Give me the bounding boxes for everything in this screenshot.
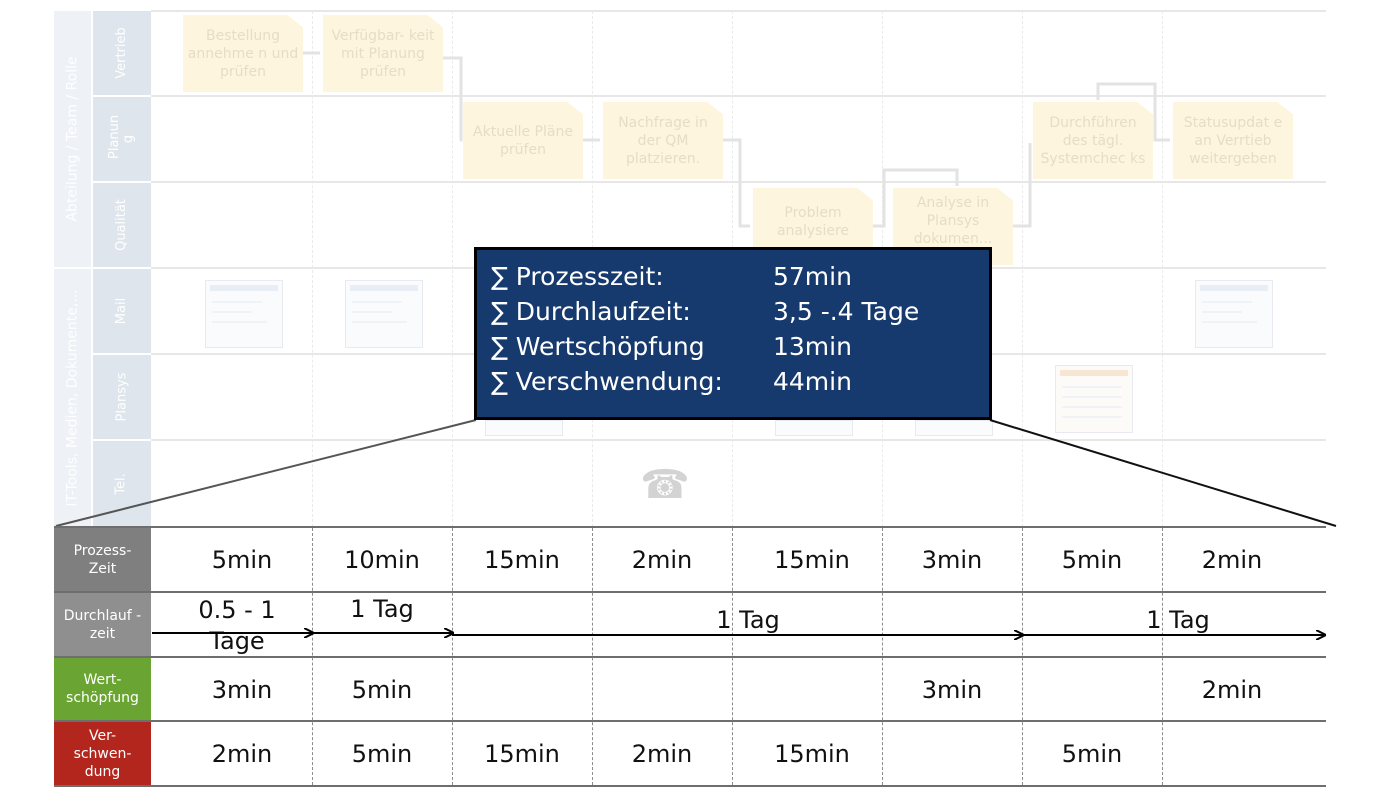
table-cell-prozesszeit: 5min	[1061, 546, 1123, 574]
table-cell-prozesszeit: 2min	[1201, 546, 1263, 574]
table-cell-prozesszeit: 10min	[344, 546, 420, 574]
table-cell-prozesszeit: 15min	[484, 546, 560, 574]
table-column-divider	[732, 528, 733, 785]
table-column-divider	[1022, 528, 1023, 785]
connector-arrow	[723, 138, 750, 228]
summary-label-verschwendung: ∑ Verschwendung:	[491, 367, 723, 396]
table-column-divider	[882, 528, 883, 785]
table-cell-prozesszeit: 3min	[921, 546, 983, 574]
document-thumbnail-icon	[775, 420, 853, 436]
lane-divider	[151, 439, 1326, 441]
lane-label-tel: Tel.	[93, 441, 151, 526]
group-label-process: Abteilung / Team / Rolle	[54, 11, 91, 267]
column-divider	[312, 11, 313, 527]
process-step-note[interactable]: Statusupdat e an Verrtieb weitergeben	[1173, 102, 1293, 179]
summary-label-prozesszeit: ∑ Prozesszeit:	[491, 262, 664, 291]
connector-arrow	[1096, 82, 1170, 142]
table-cell-verschwendung: 2min	[631, 740, 693, 768]
document-thumbnail-icon	[1195, 280, 1273, 348]
connector-arrow	[443, 56, 463, 142]
table-column-divider	[1162, 528, 1163, 785]
lane-label-plansys: Plansys	[93, 355, 151, 439]
table-cell-verschwendung: 15min	[774, 740, 850, 768]
group-label-tools: IT-Tools, Medien, Dokumente,...	[54, 269, 91, 526]
document-thumbnail-icon	[485, 420, 563, 436]
timeline-segment-label: 1 Tag	[716, 606, 780, 634]
summary-value-durchlaufzeit: 3,5 -.4 Tage	[773, 297, 920, 326]
process-step-note[interactable]: Nachfrage in der QM platzieren.	[603, 102, 723, 179]
lane-divider	[151, 95, 1326, 97]
table-cell-wertschoepfung: 3min	[921, 676, 983, 704]
process-step-note[interactable]: Verfügbar- keit mit Planung prüfen	[323, 15, 443, 92]
lane-divider	[151, 10, 1326, 12]
lane-label-vertrieb: Vertrieb	[93, 11, 151, 95]
timeline-segment-label: 1 Tag	[350, 595, 414, 623]
column-divider	[1162, 11, 1163, 527]
table-cell-prozesszeit: 5min	[211, 546, 273, 574]
table-cell-wertschoepfung: 5min	[351, 676, 413, 704]
table-cell-verschwendung: 2min	[211, 740, 273, 768]
lane-divider	[151, 181, 1326, 183]
summary-label-wertschoepfung: ∑ Wertschöpfung	[491, 332, 705, 361]
table-row-line	[54, 591, 1326, 593]
lane-label-planung: Planun g	[93, 97, 151, 181]
timeline-segment-label: 0.5 - 1 Tage	[198, 596, 276, 655]
table-cell-wertschoepfung: 2min	[1201, 676, 1263, 704]
table-row-line	[54, 526, 1326, 528]
table-cell-verschwendung: 5min	[1061, 740, 1123, 768]
process-step-note[interactable]: Durchführen des tägl. Systemchec ks	[1033, 102, 1153, 179]
summary-value-verschwendung: 44min	[773, 367, 852, 396]
row-label-durchlaufzeit: Durchlauf -zeit	[54, 593, 151, 656]
document-thumbnail-icon	[915, 420, 993, 436]
lane-label-mail: Mail	[93, 269, 151, 353]
document-thumbnail-icon	[205, 280, 283, 348]
summary-value-prozesszeit: 57min	[773, 262, 852, 291]
row-label-prozesszeit: Prozess- Zeit	[54, 528, 151, 591]
table-column-divider	[452, 528, 453, 785]
timeline-segment-label: 1 Tag	[1146, 606, 1210, 634]
table-cell-verschwendung: 15min	[484, 740, 560, 768]
table-cell-prozesszeit: 2min	[631, 546, 693, 574]
row-label-verschwendung: Ver- schwen- dung	[54, 722, 151, 785]
table-column-divider	[592, 528, 593, 785]
telephone-icon: ☎	[640, 462, 690, 508]
connector-arrow	[1013, 143, 1032, 228]
lane-label-qualitaet: Qualität	[93, 183, 151, 267]
table-cell-verschwendung: 5min	[351, 740, 413, 768]
summary-label-durchlaufzeit: ∑ Durchlaufzeit:	[491, 297, 691, 326]
summary-value-wertschoepfung: 13min	[773, 332, 852, 361]
column-divider	[452, 11, 453, 527]
document-thumbnail-icon	[345, 280, 423, 348]
process-step-note[interactable]: Aktuelle Pläne prüfen	[463, 102, 583, 179]
spreadsheet-thumbnail-icon	[1055, 365, 1133, 433]
row-label-wertschoepfung: Wert- schöpfung	[54, 658, 151, 720]
table-row-line	[54, 720, 1326, 722]
column-divider	[1022, 11, 1023, 527]
summary-box: ∑ Prozesszeit: 57min ∑ Durchlaufzeit: 3,…	[474, 247, 992, 420]
table-cell-prozesszeit: 15min	[774, 546, 850, 574]
connector-arrow	[873, 168, 959, 228]
table-column-divider	[312, 528, 313, 785]
table-row-line	[54, 785, 1326, 787]
process-step-note[interactable]: Bestellung annehme n und prüfen	[183, 15, 303, 92]
table-row-line	[54, 656, 1326, 658]
table-cell-wertschoepfung: 3min	[211, 676, 273, 704]
